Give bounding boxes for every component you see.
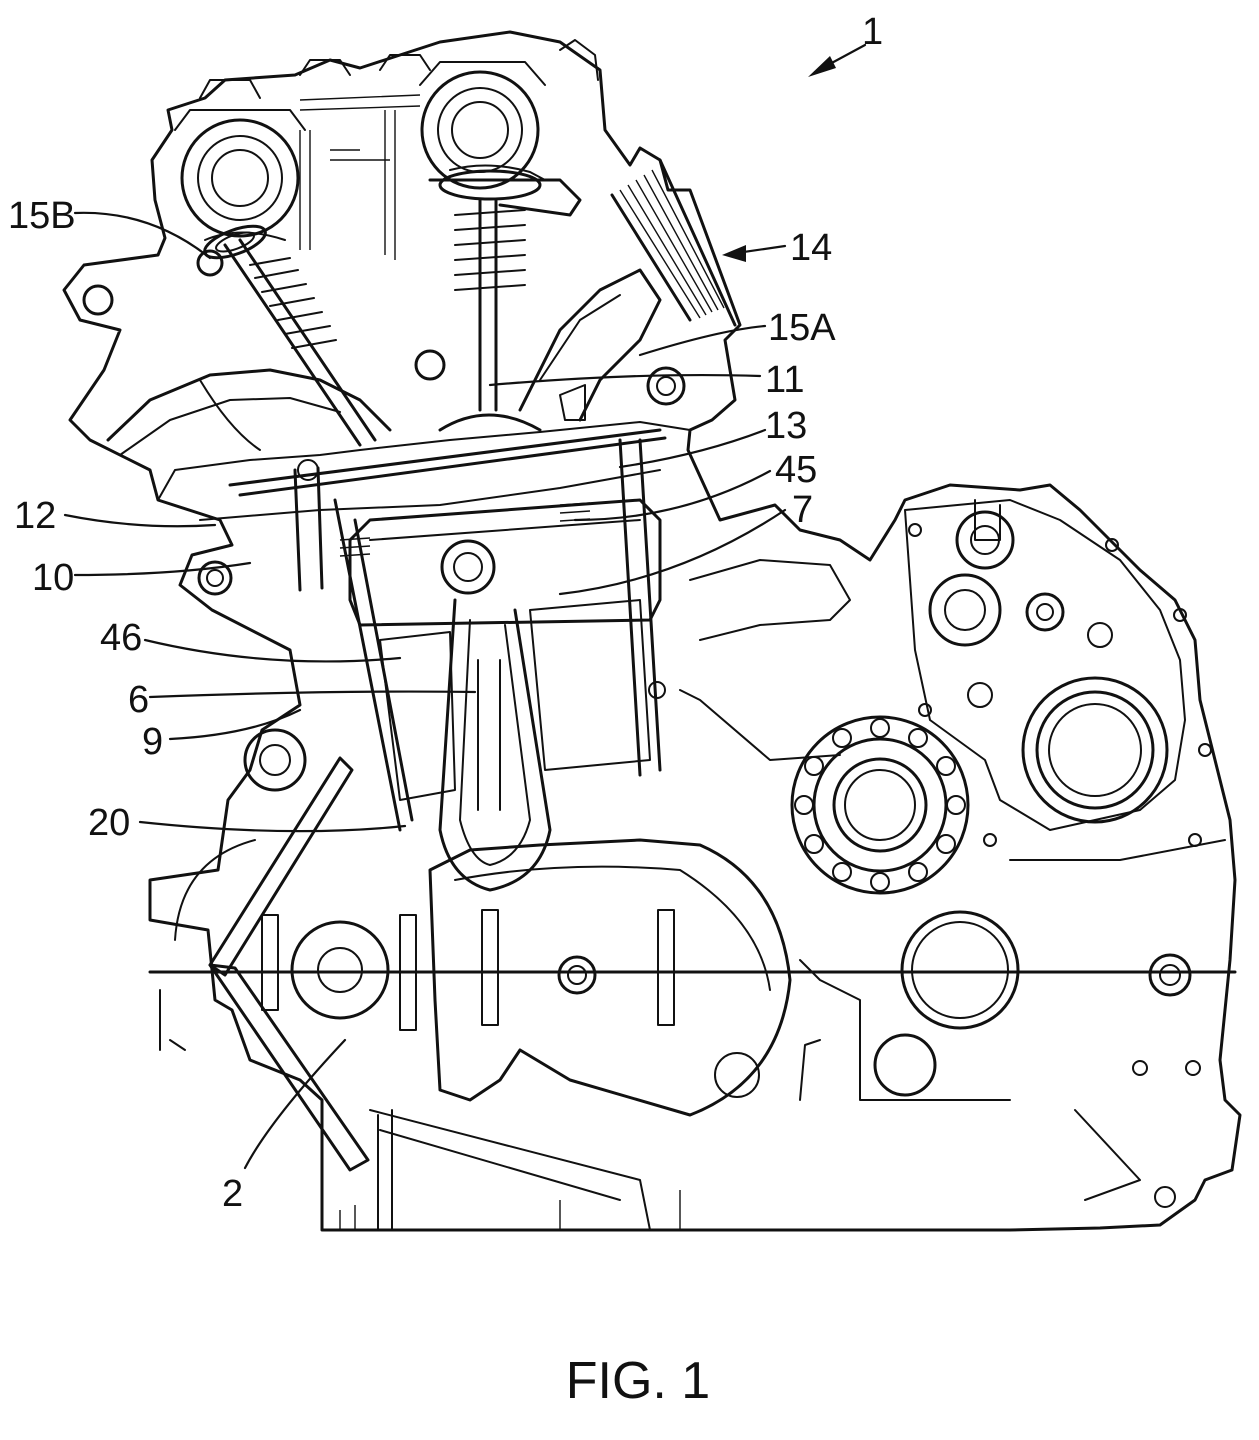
cooling-fins xyxy=(610,158,737,327)
ref-label-6: 6 xyxy=(128,679,149,721)
intake-port xyxy=(106,368,392,442)
piston xyxy=(339,498,662,627)
ref-label-11: 11 xyxy=(765,359,804,401)
exhaust-port xyxy=(518,268,662,422)
ref-label-9: 9 xyxy=(142,721,163,763)
ref-label-13: 13 xyxy=(765,405,807,447)
ref-label-20: 20 xyxy=(88,802,130,844)
exhaust-valve xyxy=(428,164,582,432)
main-bearing xyxy=(790,715,970,895)
reference-labels: 1 14 15B 15A 11 13 45 7 12 10 46 6 9 20 … xyxy=(8,11,883,1215)
cylinder-head xyxy=(157,421,691,501)
ref-label-46: 46 xyxy=(100,617,142,659)
gearbox-shaft-upper xyxy=(928,510,1113,708)
crankcase-outline xyxy=(62,30,1242,1232)
timing-drive xyxy=(159,728,390,1172)
crankshaft xyxy=(261,838,792,1117)
intake-valve xyxy=(203,224,377,447)
ref-label-12: 12 xyxy=(14,495,56,537)
ref-label-45: 45 xyxy=(775,449,817,491)
gearbox-shaft-lower xyxy=(714,676,1192,1098)
ref-label-15A: 15A xyxy=(768,307,836,349)
ref-label-14: 14 xyxy=(790,227,832,269)
cylinder-wall-left xyxy=(333,498,402,832)
camshaft-right xyxy=(419,61,546,190)
bolt-boss xyxy=(82,284,114,316)
ref-label-7: 7 xyxy=(792,489,813,531)
ref-label-2: 2 xyxy=(222,1173,243,1215)
ref-label-1: 1 xyxy=(862,11,883,53)
leader-lines xyxy=(63,43,867,1170)
connecting-rod xyxy=(438,598,552,892)
ref-label-15B: 15B xyxy=(8,195,76,237)
engine-illustration xyxy=(62,30,1242,1232)
cylinder-wall-right xyxy=(618,438,642,777)
camshaft-left xyxy=(174,109,306,238)
figure-caption: FIG. 1 xyxy=(566,1352,710,1410)
ref-label-10: 10 xyxy=(32,557,74,599)
